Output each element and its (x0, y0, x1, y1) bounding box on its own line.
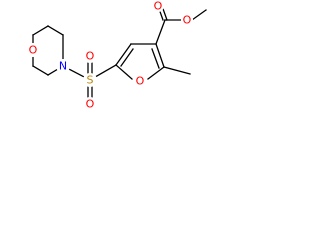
bond-c3-c2 (155, 43, 165, 68)
sulfonyl-oxygen-top-label: O (86, 50, 95, 63)
bond-ofuran-c5 (115, 64, 133, 80)
sulfonyl-sulfur-atom: S (83, 73, 97, 87)
bond-c5-c4 (115, 43, 132, 66)
sulfonyl-oxygen-top-atom: O (83, 49, 97, 63)
bond-c2-ofuran (147, 66, 165, 80)
sulfonyl-oxygen-bottom-label: O (86, 98, 95, 111)
ester-oxygen-label: O (183, 14, 192, 27)
bond-c3-c2-inner (151, 48, 160, 69)
sulfonyl-oxygen-bottom-atom: O (83, 97, 97, 111)
bond-morph-c1-c2 (47, 25, 64, 36)
morpholine-oxygen-atom: O (26, 43, 40, 57)
bond-c3-ccarbonyl (155, 19, 166, 45)
furan-oxygen-atom: O (133, 74, 147, 88)
ester-carbonyl-oxygen-atom: O (152, 0, 164, 13)
bonds (32, 5, 207, 101)
morpholine-nitrogen-label: N (59, 60, 67, 73)
molecule-structure: O N S O O O O O (26, 0, 207, 111)
bond-morph-o-c1 (32, 25, 49, 36)
sulfonyl-sulfur-label: S (87, 74, 94, 87)
bond-morph-c3-c4 (32, 65, 49, 76)
bond-c2-methyl (163, 66, 191, 75)
bond-o-methyl (191, 9, 207, 21)
atom-labels: O N S O O O O O (26, 0, 193, 111)
furan-oxygen-label: O (136, 75, 145, 88)
morpholine-nitrogen-atom: N (56, 59, 70, 73)
ester-oxygen-atom: O (181, 14, 193, 27)
bond-c5-c4-inner (120, 48, 134, 67)
morpholine-oxygen-label: O (29, 44, 38, 57)
ester-carbonyl-oxygen-label: O (154, 0, 163, 13)
